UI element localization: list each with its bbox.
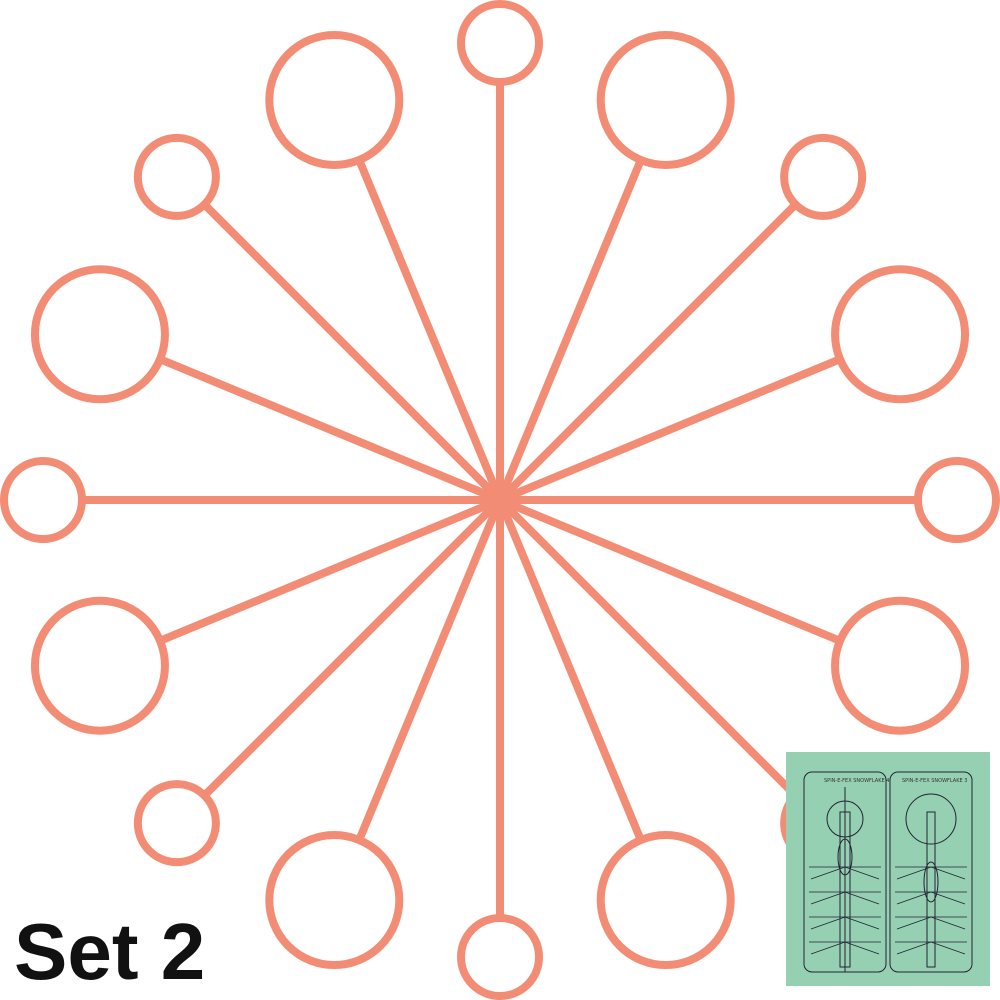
template-card-left: SPIN-E-FEX SNOWFLAKE 4 <box>803 771 889 973</box>
snowflake-circle <box>914 457 1000 543</box>
snowflake-circle <box>596 30 735 169</box>
snowflake-circle <box>831 596 970 735</box>
template-title: SPIN-E-FEX SNOWFLAKE 3 <box>902 778 967 784</box>
snowflake-circle <box>457 914 543 1000</box>
snowflake-circle <box>30 265 169 404</box>
snowflake-spoke <box>498 496 842 645</box>
snowflake-circle <box>0 457 86 543</box>
snowflake-circle <box>265 30 404 169</box>
snowflake-spoke <box>498 355 842 504</box>
snowflake-circle <box>596 831 735 970</box>
template-card-right: SPIN-E-FEX SNOWFLAKE 3 <box>889 771 973 973</box>
set-label: Set 2 <box>14 907 206 996</box>
template-title: SPIN-E-FEX SNOWFLAKE 4 <box>824 778 889 784</box>
snowflake-circle <box>30 596 169 735</box>
snowflake-spoke <box>355 158 504 502</box>
snowflake-circle <box>457 0 543 86</box>
snowflake-spoke <box>497 497 799 799</box>
snowflake-circle <box>831 265 970 404</box>
snowflake-spoke <box>496 498 645 842</box>
snowflake-spoke <box>201 497 503 799</box>
snowflake-circle <box>265 831 404 970</box>
snowflake-circle <box>133 133 220 220</box>
snowflake-circle <box>780 133 867 220</box>
snowflake-spoke <box>497 201 799 503</box>
snowflake-spoke <box>355 498 504 842</box>
snowflake-spoke <box>158 496 502 645</box>
template-drawing: SPIN-E-FEX SNOWFLAKE 4 SPIN-E-FEX SNOWFL… <box>803 771 973 973</box>
snowflake-spoke <box>201 201 503 503</box>
template-inset-image: SPIN-E-FEX SNOWFLAKE 4 SPIN-E-FEX SNOWFL… <box>786 752 990 986</box>
snowflake-circle <box>133 780 220 867</box>
snowflake-hub <box>486 486 514 514</box>
snowflake-spoke <box>496 158 645 502</box>
snowflake-spoke <box>158 355 502 504</box>
